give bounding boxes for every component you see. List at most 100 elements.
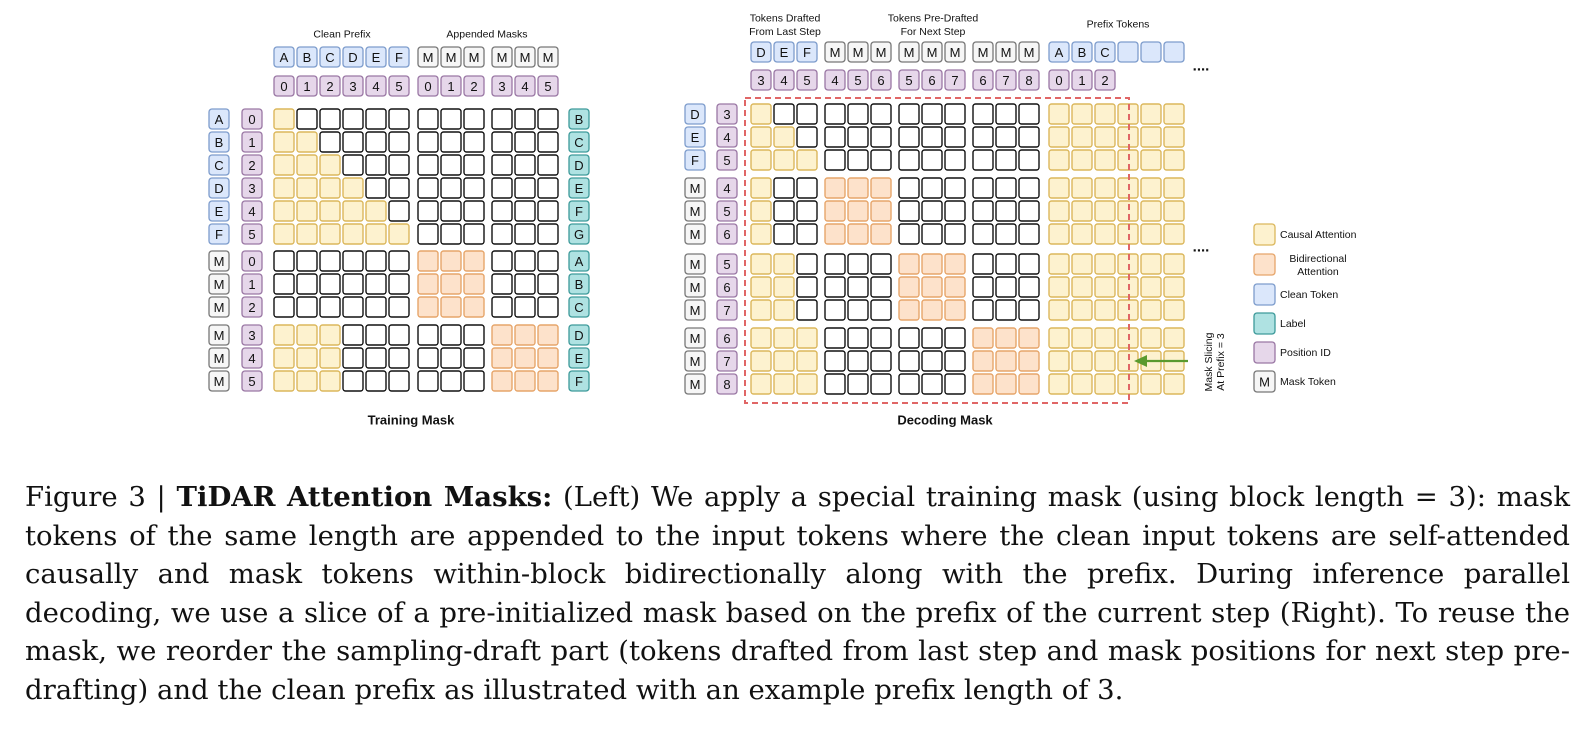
decode-mask-cell bbox=[847, 200, 869, 222]
decode-mask-cell bbox=[750, 276, 772, 298]
decode-mask-cell bbox=[1071, 200, 1093, 222]
train-row-pos-text: 0 bbox=[248, 112, 255, 127]
train-mask-cell bbox=[388, 250, 410, 272]
train-mask-cell bbox=[417, 250, 439, 272]
decode-mask-cell bbox=[847, 327, 869, 349]
decode-col-pos-text: 2 bbox=[1101, 73, 1108, 88]
train-row-label-box bbox=[568, 200, 590, 222]
decode-mask-cell bbox=[1071, 299, 1093, 321]
decode-col-pos-box bbox=[750, 69, 772, 91]
decode-mask-cell bbox=[1048, 276, 1070, 298]
train-col-pos-text: 5 bbox=[395, 79, 402, 94]
train-row-label-text: G bbox=[574, 227, 584, 242]
train-mask-cell bbox=[342, 250, 364, 272]
train-mask-cell bbox=[296, 324, 318, 346]
decode-col-pos-text: 6 bbox=[979, 73, 986, 88]
train-mask-cell bbox=[388, 370, 410, 392]
decode-mask-cell bbox=[944, 149, 966, 171]
decode-row-pos-box bbox=[716, 223, 738, 245]
train-col-pos-box bbox=[514, 75, 536, 97]
decode-col-token-box bbox=[1140, 41, 1162, 63]
decode-mask-cell bbox=[1163, 373, 1185, 395]
legend-swatch-label bbox=[1253, 312, 1276, 335]
decode-col-token-text: B bbox=[1078, 45, 1087, 60]
decode-mask-cell bbox=[1048, 327, 1070, 349]
decode-mask-cell bbox=[796, 177, 818, 199]
train-row-pos-box bbox=[241, 296, 263, 318]
decode-mask-cell bbox=[824, 373, 846, 395]
decode-row-token-text: M bbox=[690, 303, 701, 318]
train-mask-cell bbox=[491, 200, 513, 222]
decode-row-token-box bbox=[684, 253, 706, 275]
decode-mask-cell bbox=[995, 200, 1017, 222]
decode-mask-cell bbox=[847, 103, 869, 125]
decode-mask-cell bbox=[1048, 103, 1070, 125]
decode-col-token-box bbox=[1117, 41, 1139, 63]
train-row-pos-box bbox=[241, 154, 263, 176]
train-mask-cell bbox=[319, 370, 341, 392]
train-row-pos-text: 1 bbox=[248, 135, 255, 150]
decode-mask-cell bbox=[944, 200, 966, 222]
decode-col-pos-text: 0 bbox=[1055, 73, 1062, 88]
decode-mask-cell bbox=[1018, 350, 1040, 372]
decode-mask-cell bbox=[847, 253, 869, 275]
train-mask-cell bbox=[342, 223, 364, 245]
decode-mask-cell bbox=[750, 149, 772, 171]
legend-glyph-mask: M bbox=[1259, 375, 1270, 390]
train-mask-cell bbox=[388, 273, 410, 295]
train-mask-cell bbox=[319, 200, 341, 222]
train-mask-cell bbox=[319, 108, 341, 130]
decode-mask-cell bbox=[944, 350, 966, 372]
decode-mask-cell bbox=[824, 299, 846, 321]
legend-swatch-clean bbox=[1253, 283, 1276, 306]
train-col-token-text: M bbox=[446, 50, 457, 65]
decode-row-pos-text: 5 bbox=[723, 257, 730, 272]
decode-col-pos-text: 5 bbox=[854, 73, 861, 88]
decode-mask-cell bbox=[773, 276, 795, 298]
decode-mask-cell bbox=[1140, 200, 1162, 222]
train-row-label-box bbox=[568, 370, 590, 392]
train-mask-cell bbox=[463, 154, 485, 176]
decode-mask-cell bbox=[1094, 299, 1116, 321]
train-col-token-box bbox=[440, 46, 462, 68]
decode-row-token-text: E bbox=[691, 130, 700, 145]
decode-col-pos-box bbox=[847, 69, 869, 91]
train-col-token-box bbox=[491, 46, 513, 68]
train-mask-cell bbox=[491, 347, 513, 369]
decode-col-pos-text: 4 bbox=[831, 73, 838, 88]
decode-mask-cell bbox=[773, 373, 795, 395]
decode-mask-cell bbox=[870, 223, 892, 245]
train-row-label-box bbox=[568, 296, 590, 318]
decode-col-pos-text: 1 bbox=[1078, 73, 1085, 88]
train-row-label-text: A bbox=[575, 254, 584, 269]
decode-mask-cell bbox=[972, 373, 994, 395]
train-mask-cell bbox=[514, 154, 536, 176]
decode-mask-cell bbox=[921, 299, 943, 321]
decode-row-pos-text: 6 bbox=[723, 280, 730, 295]
train-mask-cell bbox=[273, 273, 295, 295]
decode-mask-cell bbox=[870, 253, 892, 275]
decode-mask-cell bbox=[773, 253, 795, 275]
decode-mask-cell bbox=[995, 350, 1017, 372]
decode-mask-cell bbox=[847, 126, 869, 148]
decode-col-token-text: M bbox=[950, 45, 961, 60]
decode-mask-cell bbox=[773, 299, 795, 321]
train-row-pos-box bbox=[241, 177, 263, 199]
train-mask-cell bbox=[365, 131, 387, 153]
train-mask-cell bbox=[342, 347, 364, 369]
decode-row-token-box bbox=[684, 149, 706, 171]
decode-mask-cell bbox=[995, 276, 1017, 298]
decode-mask-cell bbox=[898, 223, 920, 245]
decode-mask-cell bbox=[972, 177, 994, 199]
decode-mask-cell bbox=[972, 149, 994, 171]
decode-mask-cell bbox=[972, 103, 994, 125]
train-mask-cell bbox=[440, 250, 462, 272]
decode-mask-cell bbox=[1163, 103, 1185, 125]
decode-mask-cell bbox=[1163, 327, 1185, 349]
decode-mask-cell bbox=[796, 350, 818, 372]
train-row-label-box bbox=[568, 223, 590, 245]
train-mask-cell bbox=[440, 223, 462, 245]
train-mask-cell bbox=[463, 347, 485, 369]
decode-mask-cell bbox=[995, 126, 1017, 148]
decode-mask-cell bbox=[773, 223, 795, 245]
